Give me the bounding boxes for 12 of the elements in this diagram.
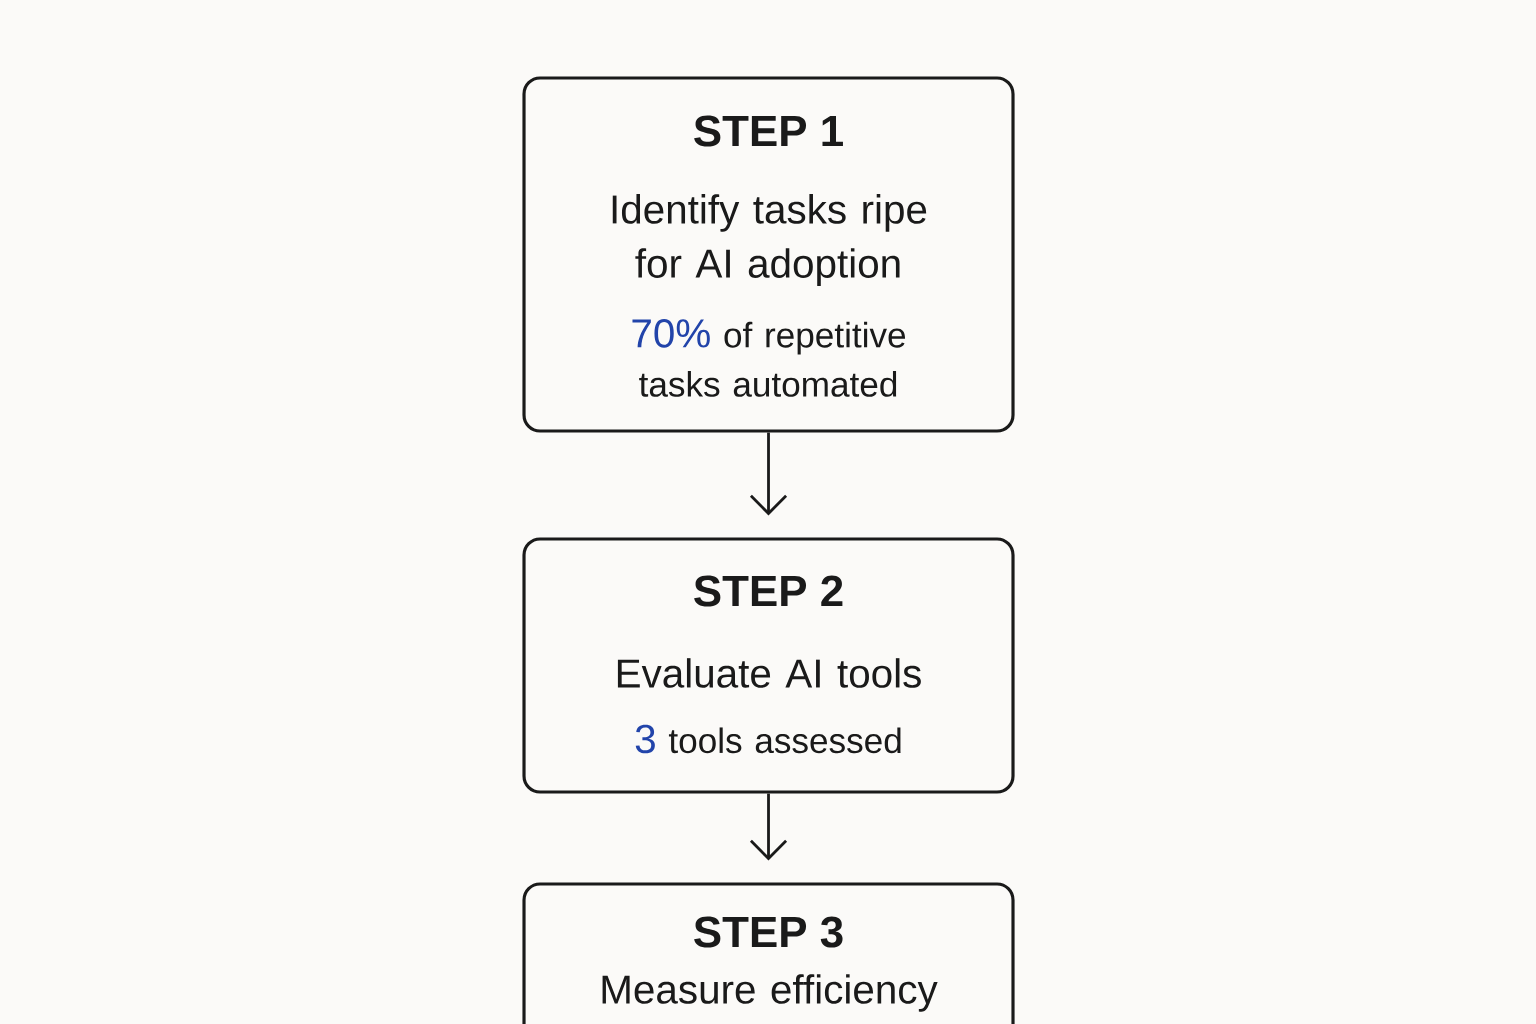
step-heading: STEP 2 bbox=[694, 575, 843, 607]
step-box bbox=[522, 76, 1015, 433]
step-box bbox=[522, 882, 1015, 1024]
arrow bbox=[749, 432, 788, 516]
step-stat: 3 tools assessed bbox=[635, 724, 901, 754]
step-title: Identify tasks ripe for AI adoption bbox=[612, 194, 927, 286]
step-heading: STEP 3 bbox=[694, 916, 843, 948]
step-box bbox=[522, 537, 1015, 794]
step-stat: 70% of repetitive tasks automated bbox=[632, 319, 906, 397]
step-title: Evaluate AI tools bbox=[617, 658, 921, 688]
step-heading: STEP 1 bbox=[694, 115, 843, 147]
step-title: Measure efficiency bbox=[602, 974, 938, 1012]
